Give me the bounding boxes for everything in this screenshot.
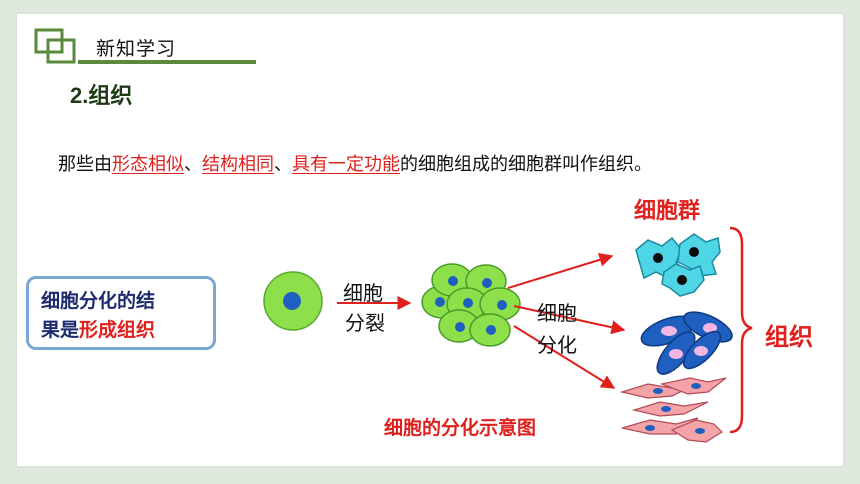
- arrow-to-oval-cells: [513, 305, 626, 335]
- oval-cell-group: [640, 311, 733, 375]
- arrow-to-irregular-cells: [507, 253, 614, 289]
- definition-text: 那些由形态相似、结构相同、具有一定功能的细胞组成的细胞群叫作组织。: [58, 150, 652, 176]
- result-line-2: 果是形成组织: [41, 316, 203, 345]
- definition-suffix: 的细胞组成的细胞群叫作组织。: [400, 154, 652, 175]
- cluster-cell: [479, 287, 521, 321]
- definition-prefix: 那些由: [58, 154, 112, 175]
- spindle-cell: [631, 401, 709, 417]
- definition-sep-2: 、: [274, 154, 292, 175]
- header-rule: [78, 60, 256, 64]
- cell-cluster: [421, 263, 521, 347]
- term-similar-shape: 形态相似: [112, 154, 184, 175]
- single-cell: [263, 271, 323, 331]
- division-label-1: 细胞: [343, 281, 383, 305]
- result-line-2-prefix: 果是: [41, 319, 80, 341]
- section-label: 新知学习: [96, 38, 177, 60]
- arrow-to-spindle-cells: [513, 325, 616, 389]
- result-box: 细胞分化的结 果是形成组织: [26, 276, 216, 350]
- result-line-1: 细胞分化的结: [41, 290, 156, 312]
- result-line-2-highlight: 形成组织: [79, 319, 156, 341]
- differentiation-label-1: 细胞: [537, 301, 577, 325]
- spindle-cell: [670, 419, 723, 443]
- term-certain-function: 具有一定功能: [292, 154, 400, 175]
- differentiation-label-2: 分化: [537, 333, 577, 357]
- term-same-structure: 结构相同: [202, 154, 274, 175]
- tissue-label: 组织: [765, 323, 813, 351]
- irregular-cell: [677, 233, 721, 277]
- division-label-2: 分裂: [345, 311, 385, 335]
- irregular-cell-group: [635, 233, 721, 297]
- spindle-cell-group: [619, 377, 727, 443]
- double-square-icon: [34, 28, 76, 64]
- page-subtitle: 2.组织: [70, 83, 133, 108]
- spindle-cell: [659, 377, 727, 395]
- tissue-brace: [729, 226, 753, 434]
- oval-cell: [682, 330, 722, 370]
- diagram-caption: 细胞的分化示意图: [384, 416, 536, 439]
- definition-sep-1: 、: [184, 154, 202, 175]
- cell-group-label: 细胞群: [634, 198, 700, 224]
- cluster-cell: [469, 313, 511, 347]
